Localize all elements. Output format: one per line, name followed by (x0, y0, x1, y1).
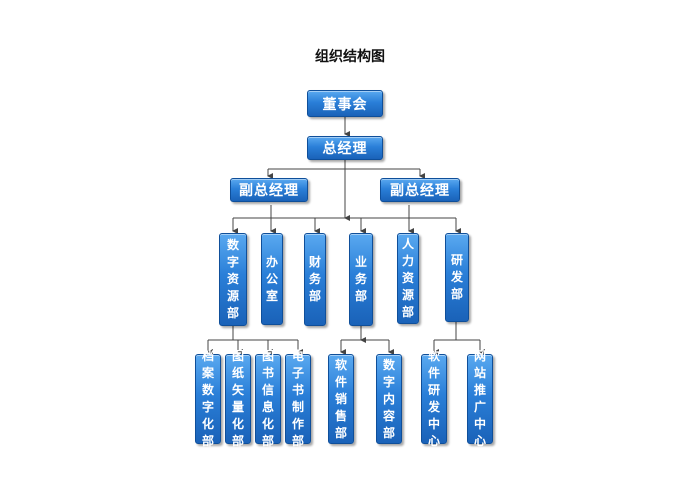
node-sub-drawing-vectorization[interactable]: 图纸矢量化部 (225, 349, 251, 448)
node-label: 数字资源部 (226, 238, 239, 320)
node-label: 电子书制作部 (291, 349, 304, 448)
node-label: 档案数字化部 (201, 349, 214, 448)
node-board[interactable]: 董事会 (307, 90, 383, 117)
node-dept-rnd[interactable]: 研发部 (445, 233, 469, 322)
node-vice-gm-left[interactable]: 副总经理 (230, 178, 308, 202)
node-sub-software-sales[interactable]: 软件销售部 (328, 354, 354, 444)
node-sub-web-promotion-center[interactable]: 网站推广中心 (467, 349, 493, 448)
node-label: 图书信息化部 (261, 349, 274, 448)
node-sub-software-rnd-center[interactable]: 软件研发中心 (421, 349, 447, 448)
node-label: 软件研发中心 (427, 349, 440, 448)
node-label: 业务部 (354, 255, 367, 303)
node-label: 网站推广中心 (473, 349, 486, 448)
node-dept-business[interactable]: 业务部 (349, 233, 373, 326)
node-sub-digital-content[interactable]: 数字内容部 (376, 354, 402, 444)
node-dept-digital-resources[interactable]: 数字资源部 (219, 233, 247, 326)
node-label: 办公室 (265, 254, 278, 303)
node-label: 人力资源部 (401, 237, 414, 319)
page-title: 组织结构图 (315, 49, 385, 65)
node-label: 软件销售部 (334, 357, 347, 440)
node-sub-book-informatization[interactable]: 图书信息化部 (255, 349, 281, 448)
node-general-manager[interactable]: 总经理 (307, 136, 383, 160)
node-dept-finance[interactable]: 财务部 (304, 233, 326, 326)
node-label: 数字内容部 (382, 357, 395, 440)
node-dept-hr[interactable]: 人力资源部 (397, 233, 419, 324)
node-sub-ebook-production[interactable]: 电子书制作部 (285, 349, 311, 448)
node-vice-gm-right[interactable]: 副总经理 (380, 178, 460, 202)
node-sub-archive-digitization[interactable]: 档案数字化部 (195, 349, 221, 448)
node-label: 研发部 (450, 253, 463, 301)
node-label: 图纸矢量化部 (231, 349, 244, 448)
node-dept-office[interactable]: 办公室 (261, 233, 283, 325)
node-label: 财务部 (308, 255, 321, 303)
